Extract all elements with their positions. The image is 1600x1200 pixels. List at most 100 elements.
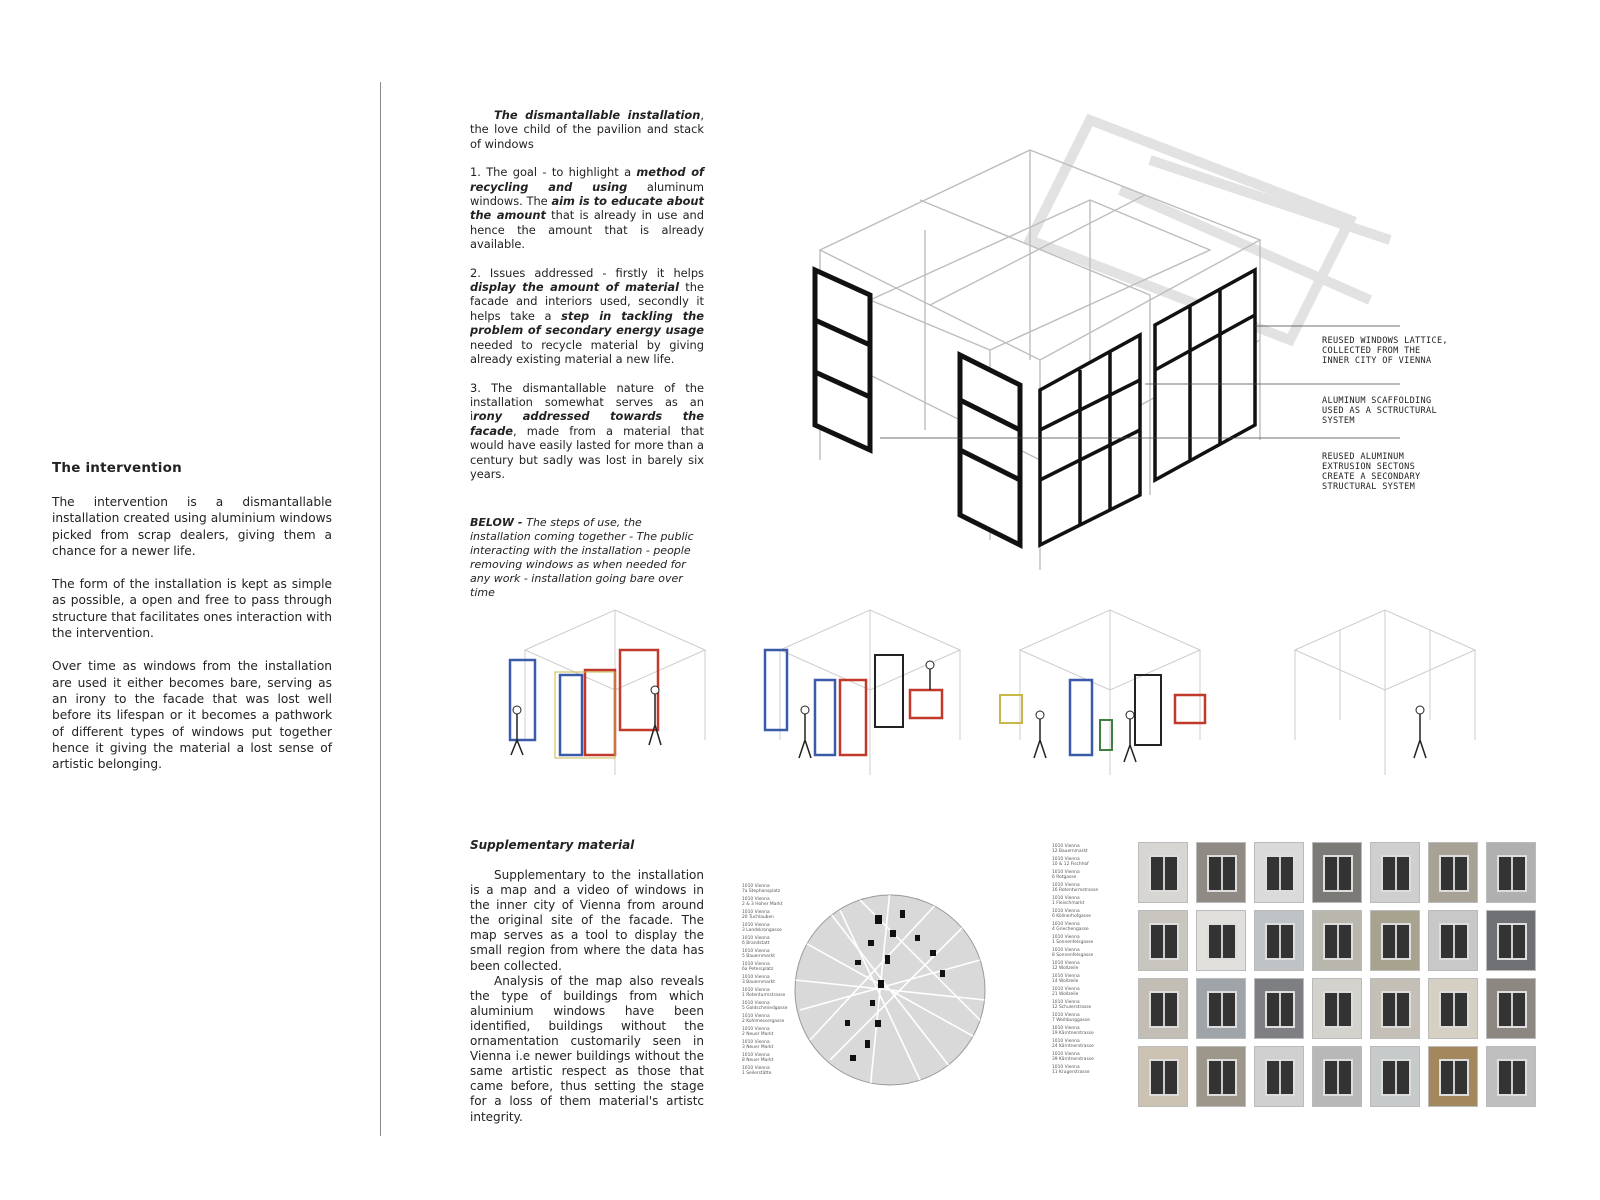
bold-phrase: method of recycling and using xyxy=(470,165,705,194)
map-label: 16 Rotenturmstrasse xyxy=(1052,888,1099,893)
map-label: 1010 Vienna xyxy=(742,988,770,993)
step-3-drawing xyxy=(999,609,1207,775)
map-label: 1010 Vienna xyxy=(742,975,770,980)
window-photo xyxy=(1370,910,1420,971)
window-photo xyxy=(1254,1046,1304,1107)
map-label: 1010 Vienna xyxy=(742,1027,770,1032)
map-label: 1 Rotenturmstrasse xyxy=(742,993,786,998)
text-span: 1. The goal - to highlight a xyxy=(470,165,637,180)
window-photo xyxy=(1138,910,1188,971)
window-shape xyxy=(1439,855,1469,892)
window-photo xyxy=(1428,1046,1478,1107)
map-label: 7a Stephansplatz xyxy=(742,889,781,894)
bold-phrase: step in tackling the problem of secondar… xyxy=(470,308,704,338)
annotation-line: STRUCTURAL SYSTEM xyxy=(1322,482,1416,492)
window-shape xyxy=(1149,855,1179,892)
map-label: 6 Köllnerhofgasse xyxy=(1052,914,1091,919)
annotation-scaffolding: ALUMINUM SCAFFOLDING USED AS A SCTRUCTUR… xyxy=(1322,396,1437,426)
map-label: 2 Neuer Markt xyxy=(742,1032,774,1037)
window-shape xyxy=(1497,855,1527,892)
window-photo xyxy=(1138,842,1188,903)
map-label: 1010 Vienna xyxy=(742,1053,770,1058)
map-label: 1010 Vienna xyxy=(1052,1052,1080,1057)
map-label: 1010 Vienna xyxy=(1052,1039,1080,1044)
window-photo xyxy=(1138,1046,1188,1107)
window-shape xyxy=(1439,991,1469,1028)
window-photo xyxy=(1196,978,1246,1039)
window-shape xyxy=(1149,1059,1179,1096)
map-label: 12 Wollzeile xyxy=(1052,966,1079,971)
text-span: needed to recycle material by giving alr… xyxy=(470,337,704,367)
window-shape xyxy=(1265,923,1295,960)
window-shape xyxy=(1381,1059,1411,1096)
window-shape xyxy=(1265,855,1295,892)
map-label: 1010 Vienna xyxy=(742,923,770,928)
map-label: 1 Fleischmarkt xyxy=(1052,901,1085,906)
window-photo xyxy=(1254,842,1304,903)
window-panel-left xyxy=(812,266,873,454)
window-shape xyxy=(1497,923,1527,960)
window-photo xyxy=(1196,842,1246,903)
window-photo xyxy=(1370,1046,1420,1107)
map-label: 19 Kärntnerstrasse xyxy=(1052,1031,1094,1036)
window-photo xyxy=(1312,978,1362,1039)
map-label: 5 Goldschmiedgasse xyxy=(742,1006,788,1011)
map-label: 1010 Vienna xyxy=(1052,883,1080,888)
window-shape xyxy=(1381,855,1411,892)
map-label: 1010 Vienna xyxy=(742,910,770,915)
map-label: 24 Kärntnerstrasse xyxy=(1052,1044,1094,1049)
step-4-drawing xyxy=(1293,609,1477,775)
map-label: 11 Krugerstrasse xyxy=(1052,1070,1090,1075)
step-2-drawing xyxy=(763,609,962,775)
map-label: 12 Schulerstrasse xyxy=(1052,1005,1092,1010)
window-shape xyxy=(1149,991,1179,1028)
window-shape xyxy=(1265,1059,1295,1096)
annotation-line: ALUMINUM SCAFFOLDING xyxy=(1322,396,1432,406)
window-shape xyxy=(1381,923,1411,960)
map-label: 1010 Vienna xyxy=(742,1040,770,1045)
map-label: 1010 Vienna xyxy=(1052,1026,1080,1031)
window-panel-center-right xyxy=(1038,332,1142,548)
vienna-inner-city-map xyxy=(794,894,986,1086)
step-1-drawing xyxy=(508,609,707,775)
leader-lines xyxy=(880,325,1400,439)
installation-axonometric xyxy=(812,113,1400,570)
map-label: 2 & 3 Hoher Markt xyxy=(742,902,783,907)
window-shape xyxy=(1439,1059,1469,1096)
map-label: 1010 Vienna xyxy=(1052,922,1080,927)
annotation-line: USED AS A SCTRUCTURAL xyxy=(1322,406,1437,416)
map-label: 6a Petersplatz xyxy=(742,967,774,972)
window-photo xyxy=(1196,910,1246,971)
window-shape xyxy=(1497,1059,1527,1096)
map-label: 21 Wollzeile xyxy=(1052,992,1079,997)
map-label: 3 Neuer Markt xyxy=(742,1045,774,1050)
column-divider xyxy=(380,82,381,1136)
annotation-line: REUSED WINDOWS LATTICE, xyxy=(1322,336,1448,346)
identified-buildings xyxy=(845,910,945,1061)
window-photo xyxy=(1254,910,1304,971)
window-photo xyxy=(1312,842,1362,903)
map-label: 8 Neuer Markt xyxy=(742,1058,774,1063)
caption-lead: BELOW - xyxy=(470,516,527,529)
window-photo xyxy=(1486,910,1536,971)
map-label: 1010 Vienna xyxy=(1052,987,1080,992)
intervention-heading: The intervention xyxy=(52,460,182,476)
window-panel-center-left xyxy=(957,350,1023,550)
map-label: 1010 Vienna xyxy=(1052,896,1080,901)
annotation-line: REUSED ALUMINUM xyxy=(1322,452,1405,462)
map-label: 1010 Vienna xyxy=(742,1001,770,1006)
map-label: 1010 Vienna xyxy=(742,884,770,889)
map-label: 1010 Vienna xyxy=(1052,1065,1080,1070)
map-label: 1010 Vienna xyxy=(1052,1000,1080,1005)
window-shape xyxy=(1323,923,1353,960)
intervention-paragraph-2: The form of the installation is kept as … xyxy=(52,577,332,641)
bold-phrase: aim is to educate about the amount xyxy=(470,194,704,223)
map-label: 3 Bauernmarkt xyxy=(742,980,775,985)
map-label: 7 Weihburggasse xyxy=(1052,1018,1090,1023)
supplementary-title: Supplementary material xyxy=(470,838,635,852)
bold-phrase: display the amount of material xyxy=(470,280,680,295)
map-label: 6 Rotgasse xyxy=(1052,875,1077,880)
window-shape xyxy=(1381,991,1411,1028)
window-panel-right xyxy=(1153,267,1257,483)
window-shape xyxy=(1265,991,1295,1028)
